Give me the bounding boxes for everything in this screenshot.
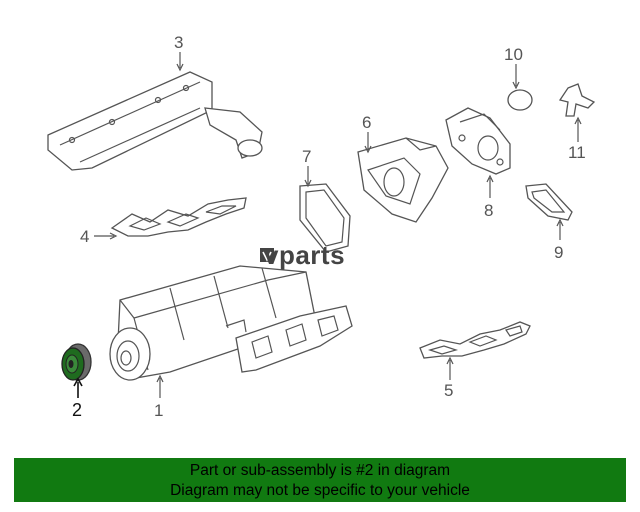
watermark-text: vparts: [264, 240, 345, 270]
part-6-housing: [357, 137, 449, 223]
part-5-gasket: [419, 321, 531, 359]
callout-4[interactable]: 4: [80, 227, 89, 246]
callout-3[interactable]: 3: [174, 33, 183, 52]
info-banner: Part or sub-assembly is #2 in diagram Di…: [14, 458, 626, 502]
part-4-gasket: [110, 197, 247, 237]
part-10-o-ring: [507, 89, 533, 111]
callout-8[interactable]: 8: [484, 201, 493, 220]
callout-5[interactable]: 5: [444, 381, 453, 400]
callout-7[interactable]: 7: [302, 147, 311, 166]
callout-2[interactable]: 2: [72, 400, 82, 420]
callout-11[interactable]: 11: [568, 143, 586, 162]
callout-6[interactable]: 6: [362, 113, 371, 132]
callout-9[interactable]: 9: [554, 243, 563, 262]
callout-1[interactable]: 1: [154, 401, 163, 420]
part-3-intake-cover: [47, 71, 263, 171]
leader-lines: [73, 52, 582, 398]
part-11-bracket: [558, 83, 596, 117]
banner-line-1: Part or sub-assembly is #2 in diagram: [189, 462, 451, 479]
callout-10[interactable]: 10: [504, 45, 523, 64]
part-1-supercharger: [109, 265, 353, 381]
vparts-watermark-logo: vparts: [260, 240, 345, 270]
part-8-throttle-housing: [445, 107, 511, 175]
part-7-gasket-plate: [299, 183, 351, 253]
part-9-gasket: [525, 183, 573, 221]
parts-diagram: 3 4 7 6 8 9 10 11 1 5 2 vparts: [47, 33, 596, 420]
banner-line-2: Diagram may not be specific to your vehi…: [170, 482, 470, 499]
part-2-pulley: [61, 343, 92, 381]
